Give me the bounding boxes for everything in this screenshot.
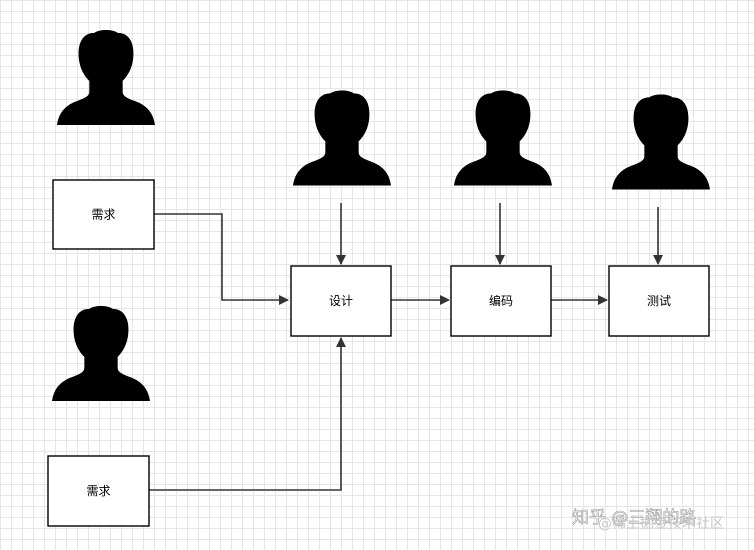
test-label: 测试 [647,293,671,308]
person-silhouette-icon [293,90,391,186]
design-box: 设计 [290,265,392,337]
requirement-label-1: 需求 [91,208,115,222]
watermark-zhihu: 知乎 @三翔的路 [572,508,696,528]
code-box: 编码 [450,265,552,337]
design-label: 设计 [329,294,353,308]
requirement-box-1: 需求 [52,179,155,250]
requirement-label-2: 需求 [86,484,110,498]
person-silhouette-icon [454,90,552,186]
requirement-box-2: 需求 [47,455,150,527]
connector-req1-to-design [154,213,289,305]
person-silhouette-icon [52,305,150,401]
test-box: 测试 [608,265,710,337]
code-label: 编码 [489,293,513,308]
person-silhouette-icon [57,29,155,125]
watermark-juejin: @稀土掘金技术社区 [598,516,724,532]
person-silhouette-icon [612,94,710,190]
connector-req2-to-design [149,337,346,491]
